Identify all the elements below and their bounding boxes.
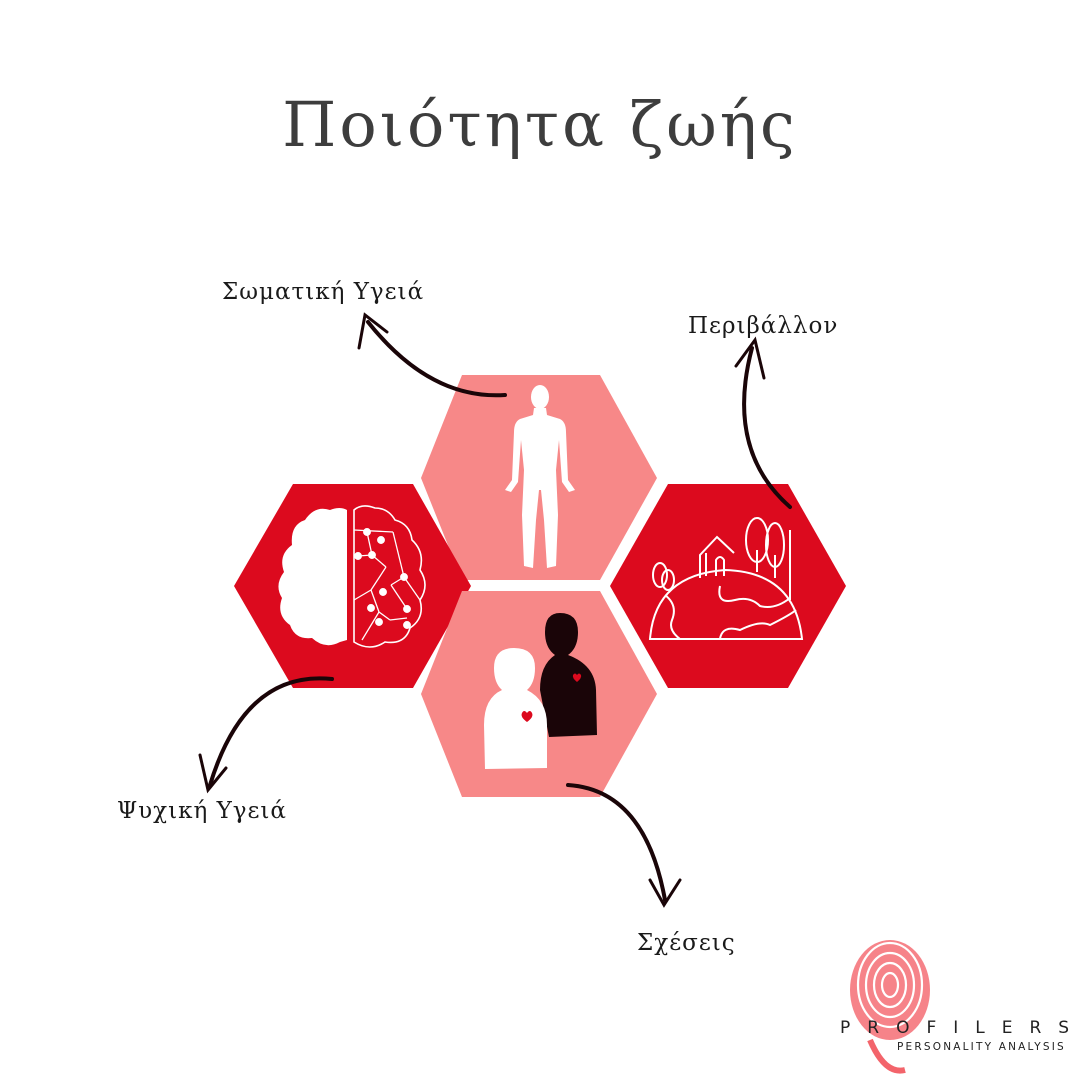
hex-mental: [234, 484, 471, 688]
fingerprint-icon: [850, 940, 930, 1074]
arrowhead-mental: [198, 753, 228, 794]
logo-tagline: PERSONALITY ANALYSIS: [897, 1041, 1066, 1053]
brain-icon: [278, 505, 426, 648]
label-physical-health: Σωματική Υγειά: [222, 279, 425, 305]
arrow-to-physical: [366, 320, 507, 398]
logo-name: PROFILERS: [840, 1018, 1080, 1038]
human-body-icon: [505, 385, 575, 568]
arrowhead-environment: [734, 336, 766, 380]
page-title: Ποιότητα ζωής: [282, 88, 798, 161]
hex-environment: [610, 484, 846, 688]
couple-hearts-icon: [484, 613, 597, 769]
label-environment: Περιβάλλον: [688, 313, 839, 339]
arrows: [198, 312, 792, 908]
arrow-to-relationships: [566, 783, 667, 902]
arrowhead-relationships: [648, 878, 682, 908]
arrow-to-mental: [208, 676, 334, 787]
label-relationships: Σχέσεις: [637, 930, 736, 956]
label-mental-health: Ψυχική Υγειά: [117, 798, 287, 824]
arrowhead-physical: [357, 312, 389, 350]
arrow-to-environment: [742, 346, 792, 509]
hex-relationships: [421, 591, 657, 797]
earth-house-icon: [648, 517, 804, 640]
